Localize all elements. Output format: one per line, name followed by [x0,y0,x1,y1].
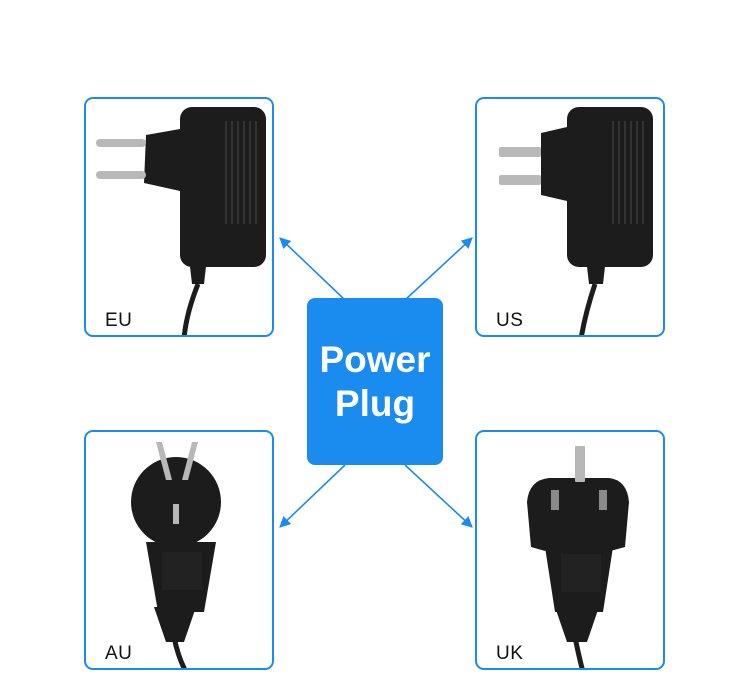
plug-label-us: US [496,310,524,331]
title-line-1: Power [319,338,431,380]
power-plug-title-box: Power Plug [307,298,443,465]
uk-adapter-image [527,446,629,668]
plug-panel-au: AU [84,430,274,670]
arrow-to-us [404,237,473,301]
plug-label-uk: UK [496,643,524,664]
plug-label-au: AU [105,643,133,664]
plug-panel-eu: EU [84,97,274,337]
us-adapter-image [499,107,653,335]
title-line-2: Plug [334,382,416,424]
plug-panel-uk: UK [475,430,665,670]
arrow-to-eu [279,237,346,301]
plug-panel-us: US [475,97,665,337]
arrow-to-uk [404,464,473,528]
arrow-to-au [279,464,346,528]
eu-adapter-image [96,107,266,335]
plug-label-eu: EU [105,310,133,331]
au-adapter-image [131,442,221,668]
